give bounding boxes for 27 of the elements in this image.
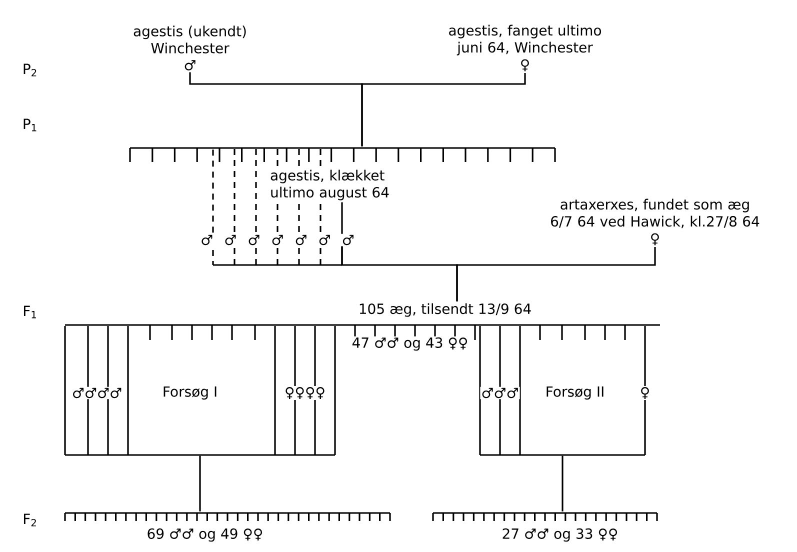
node-label: ♂ ♂ ♂ ♂ ♂ ♂ ♂ (202, 234, 354, 246)
offspring-bar: 69 ♂♂ og 49 ♀♀ (64, 512, 391, 542)
male-group-drawing: ♂ ♂ ♂ ♂ ♂ ♂ ♂ agestis, klækket ultimo august 64 (200, 149, 422, 266)
parent-label: artaxerxes, fundet som æg 6/7 64 ved Hawick, kl.27/8 64 ♀ (551, 198, 760, 246)
offspring-bar: 27 ♂♂ og 33 ♀♀ (432, 512, 658, 542)
node-label: 27 ♂♂ og 33 ♀♀ (502, 528, 618, 542)
generation-label: F$_{1}$ (24, 306, 36, 318)
parent-label: agestis, fanget ultimo juni 64, Winchester ♀ (449, 24, 602, 72)
experiment-box: Forsøg I ♂♂♂♂ ♀♀♀♀ (64, 326, 336, 456)
sibling-bar (129, 147, 556, 162)
node-label: agestis, klækket ultimo august 64 (270, 170, 389, 200)
node-label: ♀ (641, 387, 649, 400)
generation-label: P$_{2}$ (24, 64, 36, 76)
generation-label: P$_{1}$ (24, 118, 36, 132)
pedigree-line (456, 247, 656, 302)
note-text: 105 æg, tilsendt 13/9 64 (360, 303, 531, 317)
parent-label: agestis (ukendt) Winchester ♂ (134, 26, 246, 70)
experiment-box: Forsøg II ♂♂♂ ♀ (479, 326, 652, 456)
pedigree-line (212, 150, 214, 234)
node-label: Forsøg II (546, 386, 604, 400)
generation-label: F$_{2}$ (24, 514, 36, 526)
count-label: 47 ♂♂ og 43 ♀♀ (350, 336, 470, 352)
pedigree-line (199, 456, 201, 512)
node-label: 69 ♂♂ og 49 ♀♀ (148, 528, 262, 542)
node-label: ♂♂♂ (482, 388, 518, 398)
pedigree-line (562, 456, 564, 512)
pedigree-line (361, 73, 526, 146)
